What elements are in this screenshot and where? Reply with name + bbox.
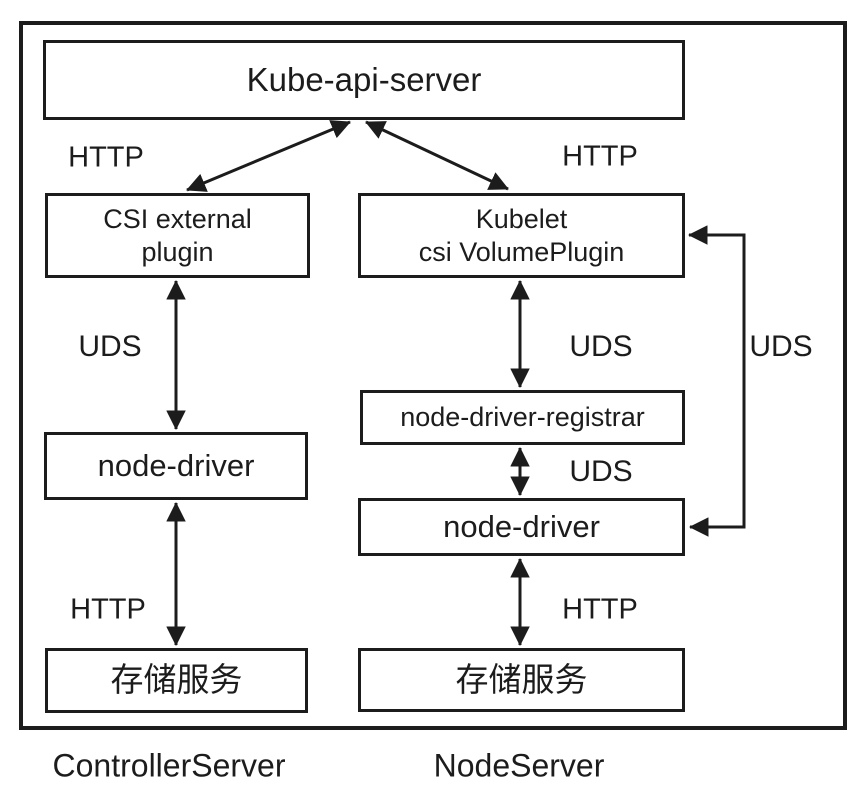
label-uds-registrar-node-driver: UDS <box>569 455 633 488</box>
label-uds-kubelet-registrar: UDS <box>569 330 633 363</box>
label-http-bottom-right: HTTP <box>562 593 638 626</box>
box-node-driver-controllerserver-label: node-driver <box>97 448 255 484</box>
box-csi-external-plugin-line2: plugin <box>141 236 214 267</box>
box-csi-external-plugin-line1: CSI external <box>103 203 252 234</box>
box-storage-service-controllerserver-label: 存储服务 <box>110 661 243 699</box>
box-storage-service-nodeserver: 存储服务 <box>358 648 685 712</box>
box-kube-api-server: Kube-api-server <box>43 40 685 120</box>
label-controller-server: ControllerServer <box>52 747 286 784</box>
label-http-top-left: HTTP <box>68 141 144 174</box>
box-csi-external-plugin: CSI external plugin <box>45 193 310 278</box>
box-node-driver-controllerserver: node-driver <box>44 432 308 500</box>
box-kubelet-line1: Kubelet <box>475 203 568 234</box>
box-kubelet-line2: csi VolumePlugin <box>418 236 625 267</box>
box-kubelet-csi-volumeplugin: Kubelet csi VolumePlugin <box>358 193 685 278</box>
box-node-driver-registrar: node-driver-registrar <box>360 390 685 445</box>
box-node-driver-registrar-label: node-driver-registrar <box>400 402 645 433</box>
box-storage-service-nodeserver-label: 存储服务 <box>455 660 588 698</box>
arrow-kubeapi-csi-external <box>186 120 351 192</box>
label-http-top-right: HTTP <box>562 140 638 173</box>
label-node-server: NodeServer <box>433 747 605 784</box>
label-uds-controller: UDS <box>78 330 142 363</box>
arrow-kubelet-node-driver-uds-bracket <box>688 225 746 537</box>
box-node-driver-nodeserver-label: node-driver <box>443 509 600 545</box>
box-kube-api-server-label: Kube-api-server <box>246 60 482 98</box>
box-node-driver-nodeserver: node-driver <box>358 498 685 556</box>
label-uds-kubelet-node-driver: UDS <box>749 330 813 363</box>
cluster-frame <box>19 21 847 730</box>
label-http-bottom-left: HTTP <box>70 593 146 626</box>
arrow-kubeapi-kubelet <box>365 120 509 191</box>
box-storage-service-controllerserver: 存储服务 <box>45 648 308 713</box>
